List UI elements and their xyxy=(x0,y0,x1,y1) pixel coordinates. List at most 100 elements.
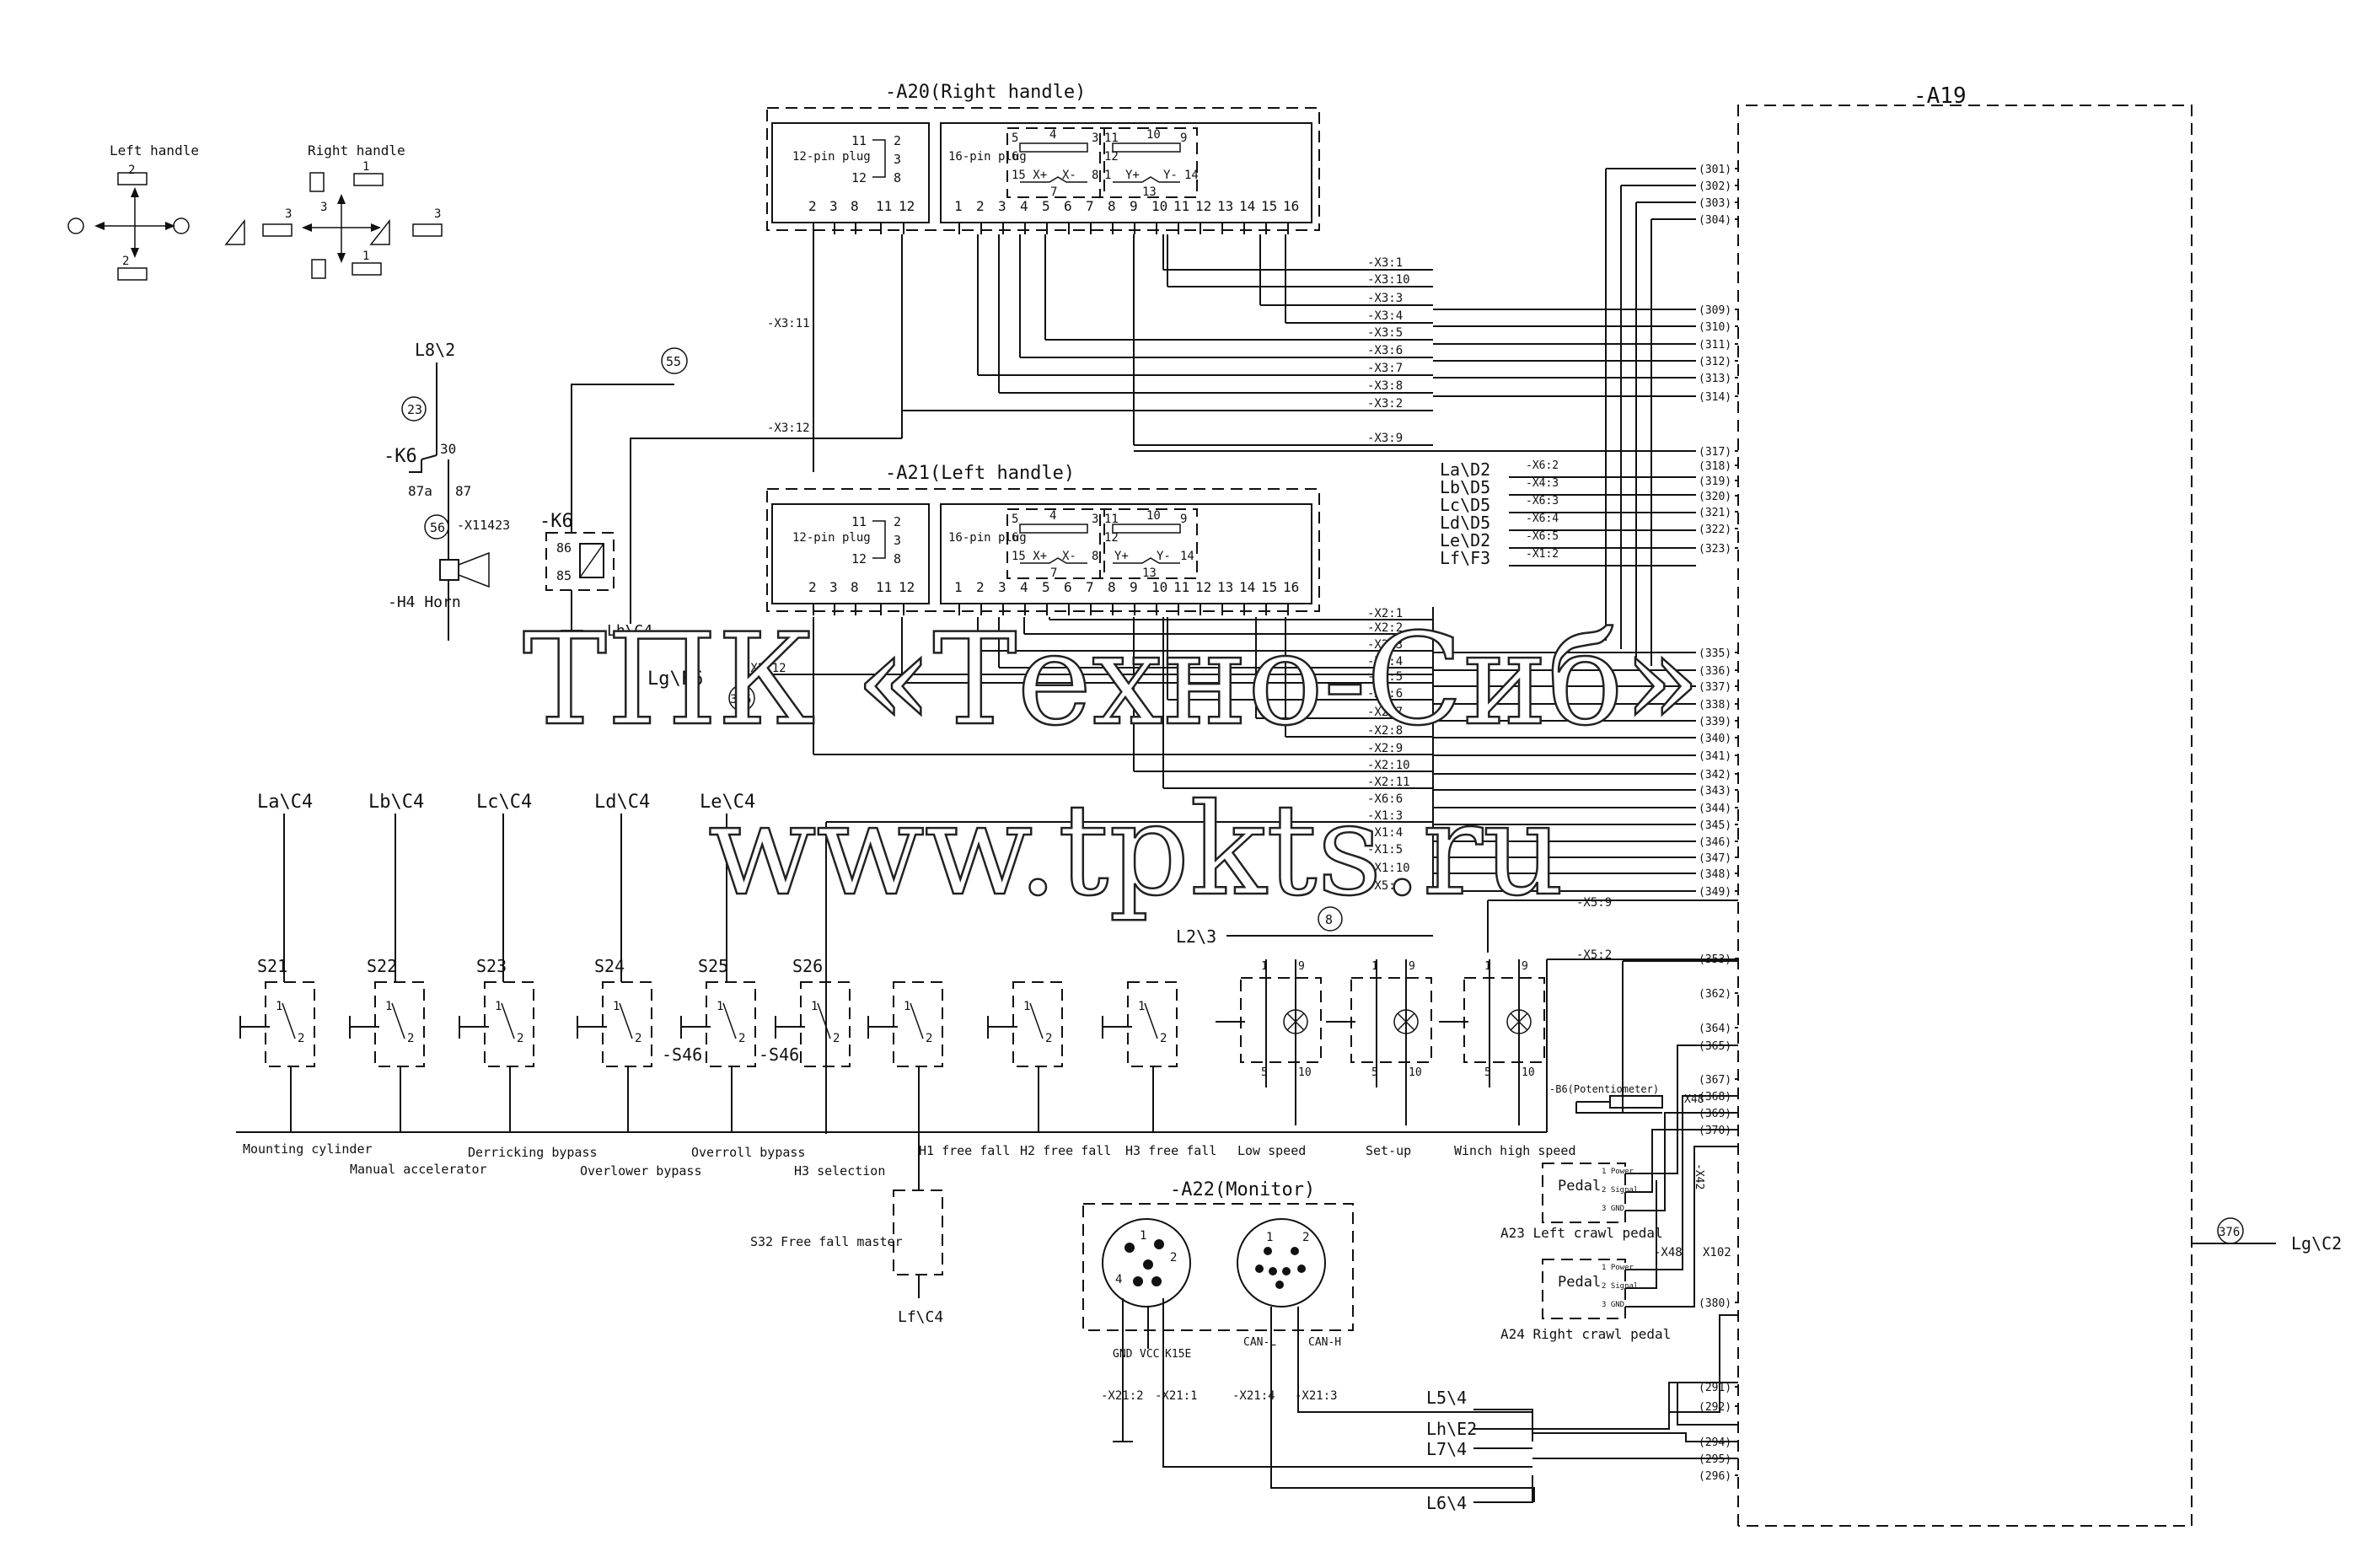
connector-label: -X5:11 xyxy=(1367,879,1410,893)
a21-plug16 xyxy=(940,503,1312,604)
left-handle-label: Left handle xyxy=(110,142,199,158)
k6-label: -K6 xyxy=(539,511,573,532)
pin-label: 86 xyxy=(556,540,572,556)
terminal-label: (323) xyxy=(1699,543,1731,556)
terminal-label: (310) xyxy=(1699,321,1731,334)
terminal-label: (342) xyxy=(1699,769,1731,781)
pin-label: 4 xyxy=(1049,509,1056,523)
a21-title: -A21(Left handle) xyxy=(885,463,1075,484)
pin-label: Y- xyxy=(1157,550,1171,563)
pin-label: 13 xyxy=(1217,198,1233,214)
connector-label: -X6:3 xyxy=(1526,495,1559,507)
pin-label: 2 xyxy=(1160,1032,1167,1045)
pin-label: 12 xyxy=(851,551,867,567)
connector-label: -X11423 xyxy=(457,518,510,533)
pin-label: 12 xyxy=(899,198,915,214)
node-circle xyxy=(1318,906,1343,932)
pin-label: 2 xyxy=(833,1032,840,1045)
pin-label: 2 xyxy=(976,198,985,214)
pin-label: 16 xyxy=(1283,198,1299,214)
input-ref: La\D2 xyxy=(1440,459,1490,480)
connector-label: -X2:6 xyxy=(1367,687,1403,701)
pedal-pin: 1 Power xyxy=(1602,1264,1634,1272)
pin-label: 4 xyxy=(1115,1273,1122,1286)
terminal-label: (312) xyxy=(1699,356,1731,368)
node-label: 8 xyxy=(1325,912,1333,927)
switch-contact xyxy=(282,1002,296,1039)
pin-label: 12 xyxy=(1195,579,1211,595)
relay-label: -K6 xyxy=(384,446,417,467)
pot-x-box xyxy=(1006,127,1105,198)
pin-label: 11 xyxy=(876,198,892,214)
connector-label: -X1:5 xyxy=(1367,843,1403,856)
pin-label: 4 xyxy=(1049,128,1056,142)
node-label: 376 xyxy=(730,693,751,706)
input-ref: Lf\F3 xyxy=(1440,548,1490,568)
pin-label: 3 xyxy=(998,579,1006,595)
pin-label: 1 xyxy=(1140,1229,1146,1243)
pin-label: 2 xyxy=(926,1032,932,1045)
terminal-label: (319) xyxy=(1699,475,1731,488)
switch-contact xyxy=(722,1002,737,1039)
pin-label: CAN-L xyxy=(1243,1336,1276,1349)
pot-y xyxy=(1112,524,1181,534)
bottom-ref: L5\4 xyxy=(1426,1388,1467,1408)
pin-label: X- xyxy=(1062,169,1076,182)
lamp-icon xyxy=(1393,1009,1419,1034)
s32-label: S32 Free fall master xyxy=(750,1234,903,1249)
connector-label: -X2:3 xyxy=(1367,638,1403,652)
connector-label: -X3:6 xyxy=(1367,344,1403,357)
terminal-label: (339) xyxy=(1699,716,1731,728)
pin-label: 1 xyxy=(904,1000,910,1013)
terminal-label: (347) xyxy=(1699,852,1731,865)
plug-label: 12-pin plug xyxy=(792,150,871,164)
pin-label: 1 xyxy=(1266,1231,1273,1244)
legend-num: 1 xyxy=(362,160,369,174)
terminal-label: (364) xyxy=(1699,1023,1731,1035)
node-label: 56 xyxy=(430,520,445,535)
legend-num: 3 xyxy=(285,207,292,221)
legend-num: 3 xyxy=(320,201,327,214)
pin-label: 3 xyxy=(1092,132,1098,145)
switch-label: S22 xyxy=(367,956,397,976)
connector-label: X102 xyxy=(1703,1246,1731,1259)
plug-label: 12-pin plug xyxy=(792,531,871,545)
pin-label: 5 xyxy=(1042,198,1050,214)
input-ref: Ld\D5 xyxy=(1440,513,1490,533)
terminal-label: (320) xyxy=(1699,491,1731,503)
pin-label: 11 xyxy=(1104,132,1119,145)
pin-label: 9 xyxy=(1298,960,1305,973)
bottom-ref: L6\4 xyxy=(1426,1493,1467,1513)
terminal-label: (304) xyxy=(1699,214,1731,227)
connector-label: -X4:3 xyxy=(1526,477,1559,490)
pedal-label: Pedal xyxy=(1558,1274,1601,1291)
terminal-label: (291) xyxy=(1699,1382,1731,1394)
terminal-label: (369) xyxy=(1699,1108,1731,1120)
switch-caption: H2 free fall xyxy=(1020,1143,1111,1158)
connector-label: -X1:10 xyxy=(1367,862,1410,875)
pot-label: -B6(Potentiometer) xyxy=(1549,1083,1659,1095)
s46-label: -S46 xyxy=(662,1044,702,1065)
connector-label: -X2:11 xyxy=(1367,776,1410,789)
a19-controller: -A19 xyxy=(1737,83,2193,1527)
pin-label: K15E xyxy=(1165,1348,1191,1361)
contact-label: 87 xyxy=(455,483,471,499)
pin-label: 11 xyxy=(1173,579,1189,595)
connector-label: -X3:11 xyxy=(767,317,810,330)
lamp-cross xyxy=(1286,1012,1305,1031)
connector-label: -X3:2 xyxy=(1367,397,1403,411)
terminal-label: (365) xyxy=(1699,1040,1731,1053)
pin-label: X- xyxy=(1062,550,1076,563)
pot-y-box xyxy=(1099,127,1198,198)
pin-label: 13 xyxy=(1142,185,1157,199)
pot-y-wiper xyxy=(1113,557,1180,564)
switch-contact xyxy=(391,1002,405,1039)
terminal-label: (294) xyxy=(1699,1436,1731,1449)
pin-label: 4 xyxy=(1020,579,1028,595)
pin-label: 7 xyxy=(1086,579,1094,595)
pin-label: GND xyxy=(1113,1348,1133,1361)
pin-label: 1 xyxy=(811,1000,818,1013)
lamp-icon xyxy=(1506,1009,1532,1034)
pin-label: 11 xyxy=(851,133,867,148)
pin-label: 9 xyxy=(1522,960,1528,973)
